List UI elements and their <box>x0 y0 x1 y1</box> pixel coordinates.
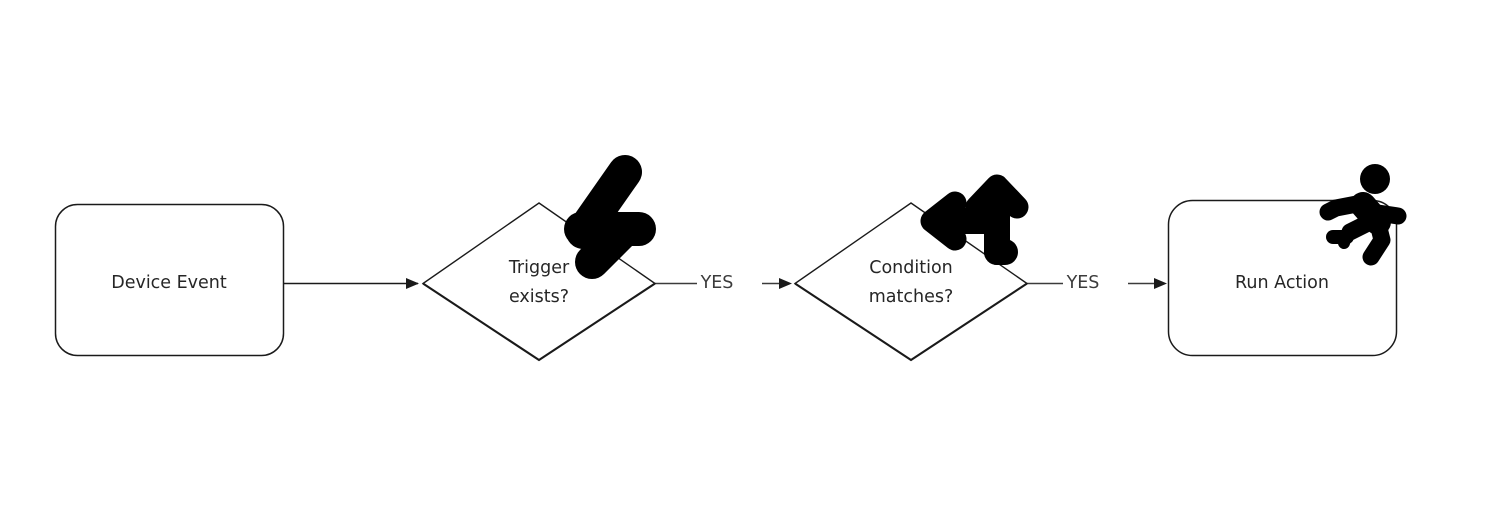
node-trigger-exists-lower-edge <box>422 282 656 362</box>
edge-label-yes-trigger: YES <box>700 273 734 293</box>
node-condition-matches-lower-edge <box>794 282 1028 362</box>
edge-trigger-to-condition <box>655 278 792 289</box>
edge-condition-to-run-action <box>1027 278 1167 289</box>
node-device-event[interactable] <box>54 203 285 357</box>
lightning-bolt-icon <box>564 155 656 279</box>
running-person-icon <box>1319 164 1407 266</box>
branch-fork-arrow-icon <box>920 174 1029 265</box>
edge-device-event-to-trigger <box>283 278 419 289</box>
arrowhead-icon <box>406 278 419 289</box>
edge-label-yes-condition: YES <box>1066 273 1100 293</box>
arrowhead-icon <box>779 278 792 289</box>
arrowhead-icon <box>1154 278 1167 289</box>
